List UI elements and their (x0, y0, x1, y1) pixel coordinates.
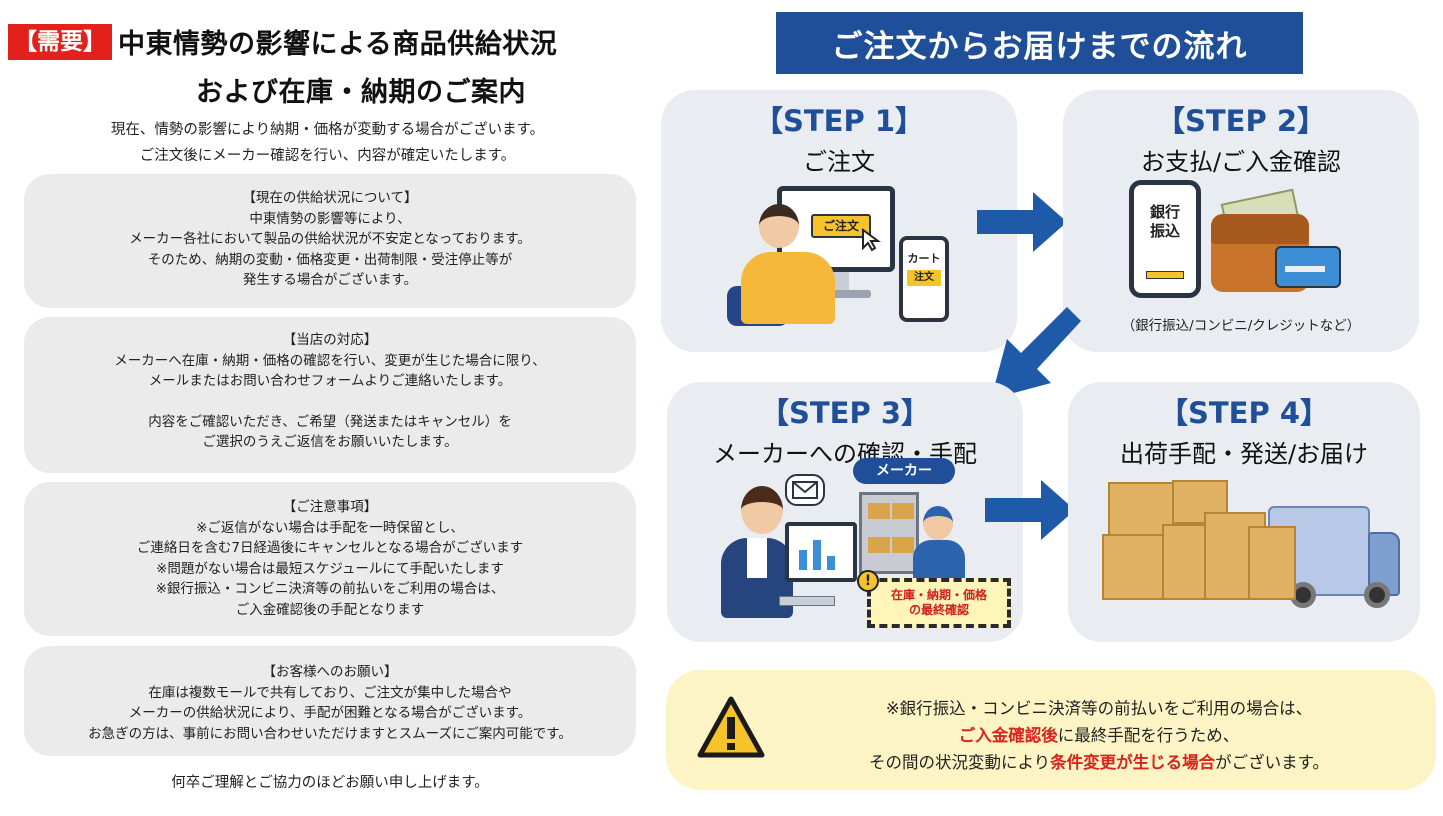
supply-status-panel: 【現在の供給状況について】 中東情勢の影響等により、 メーカー各社において製品の… (24, 174, 636, 308)
shelf-box (892, 503, 914, 519)
panel-line: メーカーへ在庫・納期・価格の確認を行い、変更が生じた場合に限り、 (114, 352, 546, 369)
step-title: 出荷手配・発送/お届け (1119, 440, 1369, 468)
operator-head (741, 486, 783, 534)
analytics-monitor-illustration (785, 522, 857, 582)
payment-methods-note: （銀行振込/コンビニ/クレジットなど） (1121, 318, 1361, 334)
order-button-illustration: ご注文 (811, 214, 871, 238)
step-label: 【STEP 3】 (759, 396, 930, 430)
panel-line: お急ぎの方は、事前にお問い合わせいただけますとスムーズにご案内可能です。 (88, 725, 572, 742)
warning-triangle-icon (697, 696, 765, 758)
step-3-card: 【STEP 3】 メーカーへの確認・手配 メーカー 在庫・納期・価格 の最終確認… (667, 382, 1023, 642)
panel-line: 内容をご確認いただき、ご希望（発送またはキャンセル）を (148, 413, 512, 430)
panel-line: ご連絡日を含む7日経過後にキャンセルとなる場合がございます (136, 540, 524, 556)
shelf-box (892, 537, 914, 553)
notice-highlight: ご入金確認後 (958, 726, 1058, 745)
final-check-line1: 在庫・納期・価格 (890, 588, 987, 602)
chart-bar (813, 540, 821, 570)
panel-heading: 【ご注意事項】 (282, 499, 378, 515)
cardboard-box (1102, 534, 1164, 600)
cardboard-box (1172, 480, 1228, 524)
page-title-line2: および在庫・納期のご案内 (196, 77, 526, 108)
monitor-base (801, 290, 871, 298)
intro-line1: 現在、情勢の影響により納期・価格が変動する場合がございます。 (110, 122, 545, 138)
bank-transfer-label: 銀行 振込 (1134, 203, 1196, 241)
cardboard-box (1248, 526, 1296, 600)
step-4-card: 【STEP 4】 出荷手配・発送/お届け (1068, 382, 1420, 642)
panel-line: メールまたはお問い合わせフォームよりご連絡いたします。 (148, 373, 512, 389)
panel-line: 発生する場合がございます。 (242, 272, 418, 288)
shelf-box (868, 537, 890, 553)
bank-label-line2: 振込 (1149, 222, 1180, 240)
arrow-down-left-icon (991, 307, 1081, 399)
title-row: 【需要】 中東情勢の影響による商品供給状況 (8, 22, 557, 61)
intro-line2: ご注文後にメーカー確認を行い、内容が確定いたします。 (139, 148, 516, 164)
warehouse-shelf-illustration (859, 492, 919, 574)
final-check-label: 在庫・納期・価格 の最終確認 (867, 578, 1011, 628)
person-body (741, 252, 835, 324)
flow-title: ご注文からお届けまでの流れ (776, 12, 1303, 74)
step-title: ご注文 (803, 148, 875, 176)
step-label: 【STEP 1】 (753, 104, 924, 138)
panel-line: 在庫は複数モールで共有しており、ご注文が集中した場合や (148, 684, 512, 701)
notice-text: がございます。 (1215, 753, 1330, 772)
maker-tag: メーカー (853, 458, 955, 484)
keyboard-illustration (779, 596, 835, 606)
panel-line: ※ご返信がない場合は手配を一時保留とし、 (196, 519, 464, 536)
panel-line: ご選択のうえご返信をお願いいたします。 (202, 434, 458, 450)
notice-highlight: 条件変更が生じる場合 (1050, 753, 1216, 772)
cursor-icon (862, 228, 881, 252)
card-strip (1285, 266, 1325, 272)
cart-label: カート (907, 252, 941, 265)
step-title: メーカーへの確認・手配 (713, 440, 977, 468)
precautions-panel: 【ご注意事項】 ※ご返信がない場合は手配を一時保留とし、 ご連絡日を含む7日経過… (24, 482, 636, 636)
panel-heading: 【当店の対応】 (282, 332, 378, 348)
operator-shirt (747, 538, 767, 578)
chart-bar (827, 556, 835, 570)
envelope-icon (792, 481, 818, 499)
shelf-box (868, 503, 890, 519)
arrow-right-icon (985, 480, 1075, 540)
final-check-line2: の最終確認 (908, 603, 969, 617)
progress-bar-illustration (1146, 271, 1184, 279)
arrow-right-icon (977, 192, 1067, 252)
truck-wheel (1364, 582, 1390, 608)
page-title-line1: 中東情勢の影響による商品供給状況 (118, 29, 558, 60)
panel-line: ご入金確認後の手配となります (235, 601, 425, 618)
step-2-card: 【STEP 2】 お支払/ご入金確認 銀行 振込 （銀行振込/コンビニ/クレジッ… (1063, 90, 1419, 352)
prepayment-notice: ※銀行振込・コンビニ決済等の前払いをご利用の場合は、 ご入金確認後に最終手配を行… (666, 670, 1436, 790)
step-title: お支払/ご入金確認 (1140, 148, 1342, 176)
person-head (759, 204, 799, 248)
panel-heading: 【現在の供給状況について】 (242, 190, 418, 206)
cart-order-label: 注文 (907, 270, 941, 286)
bank-transfer-phone-illustration: 銀行 振込 (1129, 180, 1201, 298)
notice-text: に最終手配を行うため、 (1057, 726, 1240, 745)
panel-line: 中東情勢の影響等により、 (249, 210, 411, 227)
notice-line2: ご入金確認後に最終手配を行うため、 (776, 722, 1422, 746)
panel-line: メーカーの供給状況により、手配が困難となる場合がございます。 (128, 705, 532, 721)
exclamation-icon: ! (857, 570, 879, 592)
panel-line: ※銀行振込・コンビニ決済等の前払いをご利用の場合は、 (155, 581, 505, 597)
worker-head (923, 506, 953, 540)
wallet-flap (1211, 214, 1309, 244)
step-label: 【STEP 2】 (1155, 104, 1326, 138)
panel-spacer (24, 392, 636, 412)
notice-line1: ※銀行振込・コンビニ決済等の前払いをご利用の場合は、 (885, 699, 1313, 718)
panel-line: そのため、納期の変動・価格変更・出荷制限・受注停止等が (147, 251, 513, 268)
customer-request-panel: 【お客様へのお願い】 在庫は複数モールで共有しており、ご注文が集中した場合や メ… (24, 646, 636, 756)
closing-message: 何卒ご理解とご協力のほどお願い申し上げます。 (171, 775, 489, 791)
chart-bar (799, 550, 807, 570)
notice-line3: その間の状況変動により条件変更が生じる場合がございます。 (776, 749, 1422, 773)
step-label: 【STEP 4】 (1158, 396, 1329, 430)
mail-icon (785, 474, 825, 506)
important-badge: 【需要】 (8, 23, 112, 60)
notice-text: その間の状況変動により (868, 753, 1051, 772)
credit-card-illustration (1275, 246, 1341, 288)
bank-label-line1: 銀行 (1149, 203, 1180, 221)
panel-line: ※問題がない場合は最短スケジュールにて手配いたします (156, 560, 504, 577)
step-1-card: 【STEP 1】 ご注文 ご注文 カート 注文 (661, 90, 1017, 352)
store-response-panel: 【当店の対応】 メーカーへ在庫・納期・価格の確認を行い、変更が生じた場合に限り、… (24, 317, 636, 473)
panel-line: メーカー各社において製品の供給状況が不安定となっております。 (129, 231, 531, 247)
smartphone-illustration: カート 注文 (899, 236, 949, 322)
panel-heading: 【お客様へのお願い】 (262, 664, 398, 680)
